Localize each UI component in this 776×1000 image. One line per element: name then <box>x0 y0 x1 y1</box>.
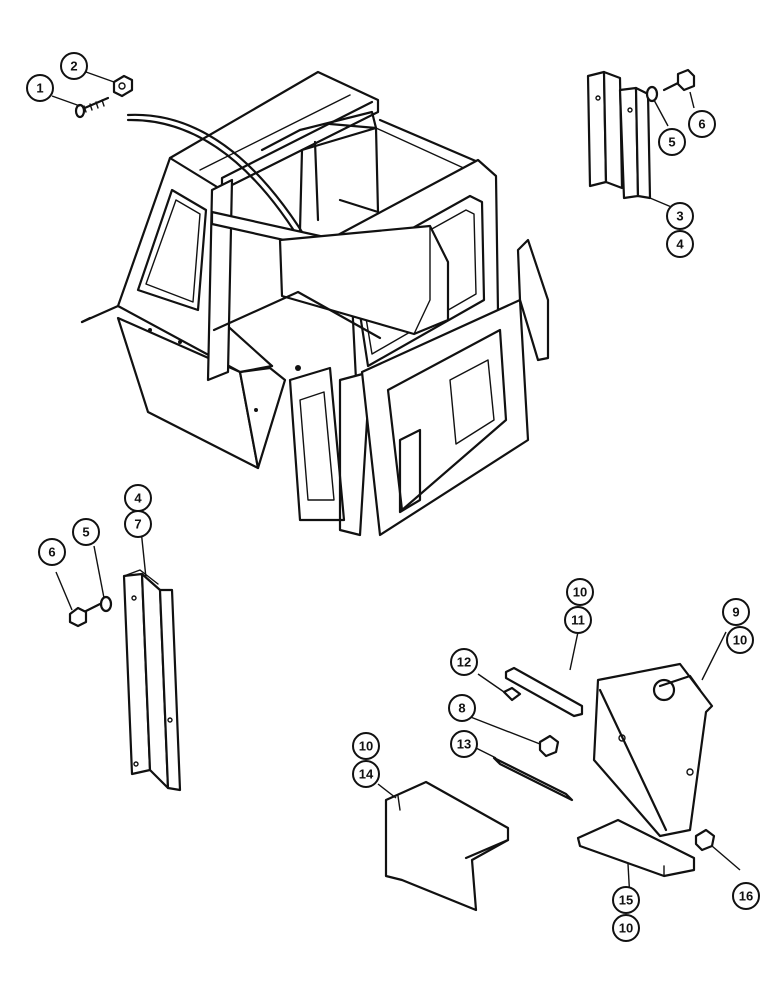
callout-15: 15 <box>612 886 640 914</box>
channel-part-7 <box>122 569 182 792</box>
callout-10-lower-label: 10 <box>619 921 633 936</box>
callout-2: 2 <box>60 52 88 80</box>
callout-6-top: 6 <box>688 110 716 138</box>
callout-10-box: 10 <box>726 626 754 654</box>
callout-4-left: 4 <box>124 484 152 512</box>
nut-part-16 <box>694 828 716 852</box>
callout-1-label: 1 <box>36 81 43 96</box>
callout-8: 8 <box>448 694 476 722</box>
callout-6-top-label: 6 <box>698 117 705 132</box>
callout-4-top: 4 <box>666 230 694 258</box>
nut-part-2 <box>112 74 134 98</box>
callout-2-label: 2 <box>70 59 77 74</box>
seal-part-13 <box>492 756 574 802</box>
callout-10-box-label: 10 <box>733 633 747 648</box>
callout-14-label: 14 <box>359 767 374 782</box>
callout-12-label: 12 <box>457 655 471 670</box>
callout-1: 1 <box>26 74 54 102</box>
callout-5-top: 5 <box>658 128 686 156</box>
callout-16: 16 <box>732 882 760 910</box>
callout-10-upper-label: 10 <box>573 585 587 600</box>
plate-part-15 <box>576 818 696 878</box>
cab-assembly <box>80 70 550 537</box>
leader-lines <box>51 71 741 901</box>
bolt-part-6-top <box>662 68 696 92</box>
screw-part-1 <box>74 96 110 119</box>
nut-part-8 <box>538 734 560 758</box>
box-bracket-part-9 <box>592 662 714 838</box>
callout-7: 7 <box>124 510 152 538</box>
callout-16-label: 16 <box>739 889 753 904</box>
callout-5-left: 5 <box>72 518 100 546</box>
callout-10-upper: 10 <box>566 578 594 606</box>
callout-5-left-label: 5 <box>82 525 89 540</box>
callout-10-plate: 10 <box>352 732 380 760</box>
callout-13-label: 13 <box>457 737 471 752</box>
channel-bracket-part-3 <box>586 70 652 200</box>
callout-3: 3 <box>666 202 694 230</box>
callout-4-top-label: 4 <box>676 237 684 252</box>
lockwasher-part-5-left <box>99 595 113 613</box>
callout-11-label: 11 <box>571 613 585 628</box>
callout-5-top-label: 5 <box>668 135 675 150</box>
callout-10-lower: 10 <box>612 914 640 942</box>
callout-10-plate-label: 10 <box>359 739 373 754</box>
callout-14: 14 <box>352 760 380 788</box>
callout-11: 11 <box>564 606 592 634</box>
callout-8-label: 8 <box>458 701 465 716</box>
callout-9: 9 <box>722 598 750 626</box>
callout-6-left: 6 <box>38 538 66 566</box>
callout-13: 13 <box>450 730 478 758</box>
callout-7-label: 7 <box>134 517 141 532</box>
callout-15-label: 15 <box>619 893 633 908</box>
strip-part-11 <box>504 666 584 718</box>
callout-12: 12 <box>450 648 478 676</box>
callout-3-label: 3 <box>676 209 683 224</box>
callout-9-label: 9 <box>732 605 739 620</box>
pin-part-12 <box>502 686 522 702</box>
bolt-part-6-left <box>68 602 102 628</box>
callout-6-left-label: 6 <box>48 545 55 560</box>
lockwasher-part-5-top <box>645 85 659 103</box>
plate-part-14 <box>384 780 510 912</box>
callout-4-left-label: 4 <box>134 491 142 506</box>
